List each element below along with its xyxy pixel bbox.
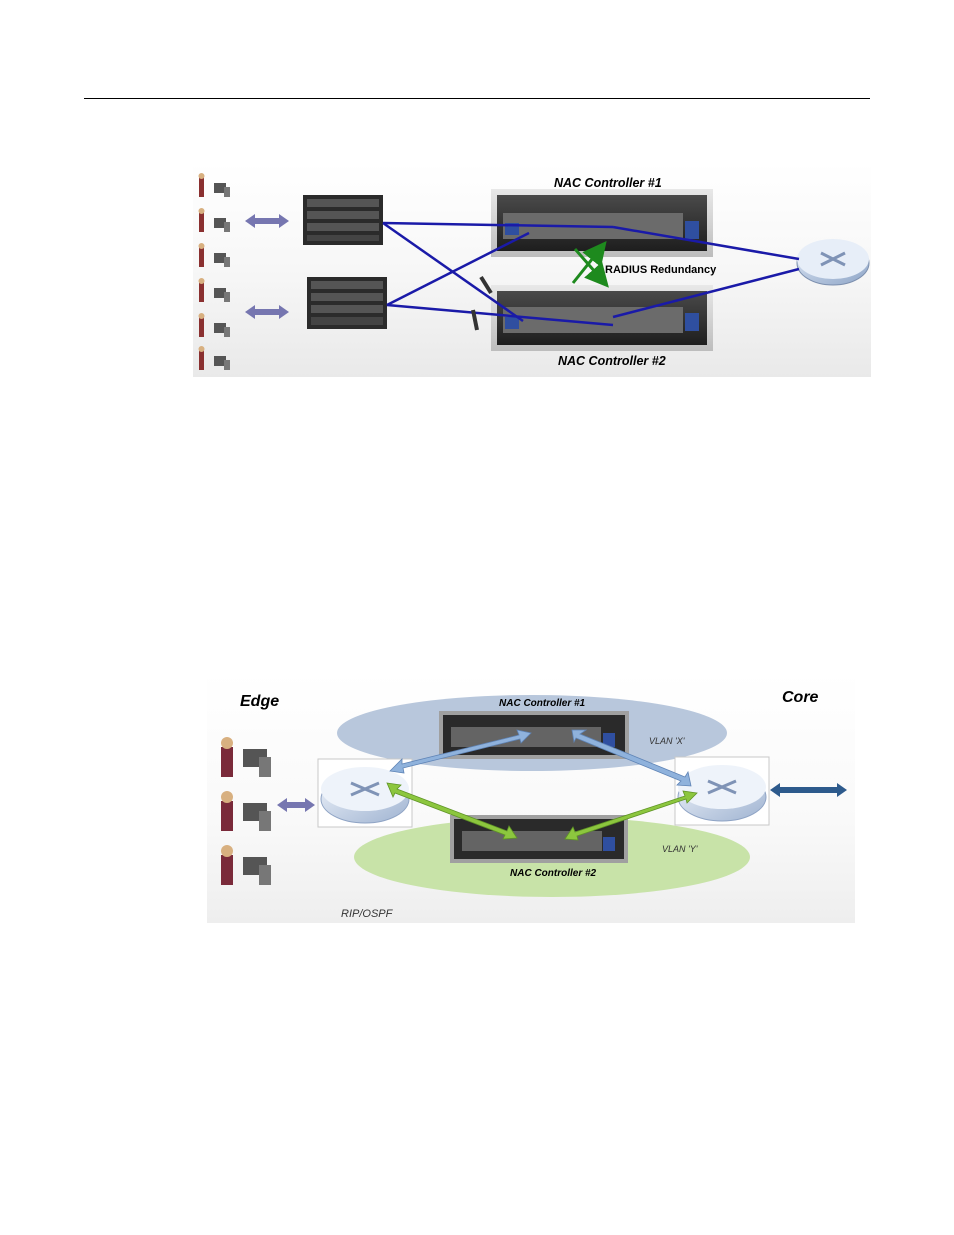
nac-redundancy-diagram: NAC Controller #1 NAC Controller #2 RADI… (193, 163, 871, 377)
vlan-y-label: VLAN 'Y' (662, 844, 698, 854)
controller2-label: NAC Controller #2 (558, 354, 666, 368)
core-router (797, 239, 869, 285)
header-rule (84, 98, 870, 99)
access-switch-2 (307, 277, 387, 329)
controller1-label: NAC Controller #1 (499, 698, 586, 709)
core-router (675, 757, 769, 825)
controller1-label: NAC Controller #1 (554, 176, 662, 190)
radius-redundancy-label: RADIUS Redundancy (605, 264, 717, 276)
routing-protocol-label: RIP/OSPF (341, 908, 394, 920)
access-switch-1 (303, 195, 383, 245)
nac-routing-svg: Edge Core NAC Controller #1 NAC Controll… (207, 671, 855, 923)
vlan-x-label: VLAN 'X' (649, 736, 685, 746)
user-workstation-group (221, 737, 271, 885)
controller2-label: NAC Controller #2 (510, 868, 597, 879)
nac-controller-1 (491, 189, 713, 257)
core-label: Core (782, 689, 819, 706)
edge-label: Edge (240, 693, 279, 710)
nac-routing-diagram: Edge Core NAC Controller #1 NAC Controll… (207, 671, 855, 923)
nac-redundancy-svg: NAC Controller #1 NAC Controller #2 RADI… (193, 163, 871, 377)
